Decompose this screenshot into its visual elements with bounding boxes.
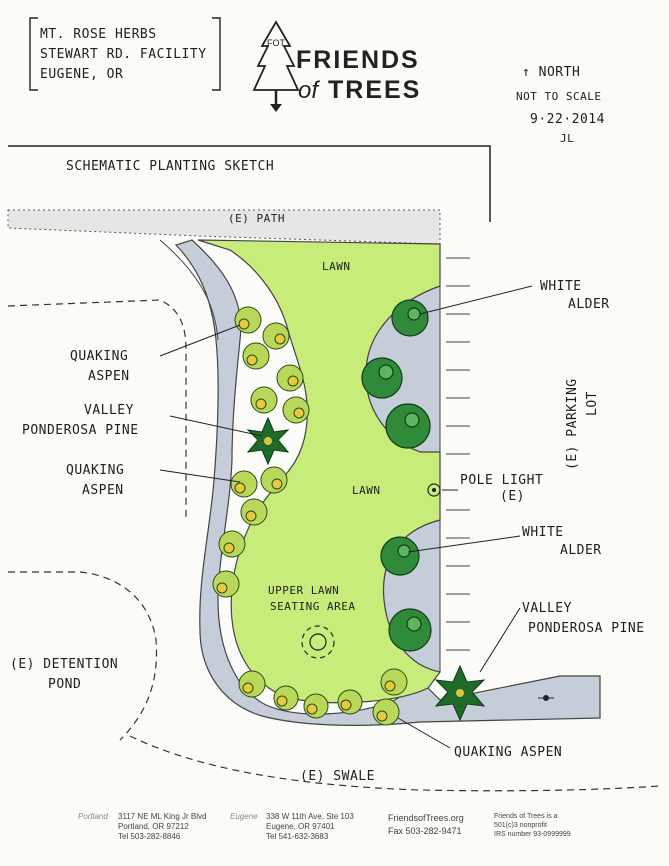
swale-label: (E) SWALE <box>300 769 375 784</box>
path-label: (E) PATH <box>228 212 285 225</box>
parking-lot-label-b: LOT <box>585 391 600 416</box>
logo-mark: FOT <box>267 38 285 48</box>
white-alder-trees <box>361 299 432 652</box>
aspen-tree-icon <box>250 386 278 414</box>
sketch-date: 9·22·2014 <box>530 112 605 127</box>
nonprofit-line-3: IRS number 93-0999999 <box>494 831 571 838</box>
logo-of: of <box>298 77 320 104</box>
eugene-address-2: Eugene, OR 97401 <box>266 822 335 831</box>
quaking-aspen-label-3: QUAKING ASPEN <box>454 745 562 760</box>
author-initials: JL <box>560 132 574 145</box>
facility-label: MT. ROSE HERBS STEWART RD. FACILITY EUGE… <box>29 17 221 91</box>
lawn-label-top: LAWN <box>322 260 351 273</box>
alder-tree-icon <box>385 403 431 449</box>
website-link[interactable]: FriendsofTrees.org <box>388 813 464 823</box>
nonprofit-line-2: 501(c)3 nonprofit <box>494 822 547 829</box>
pole-light-icon <box>427 483 441 497</box>
valley-ponderosa-label-2: VALLEY <box>522 601 572 616</box>
alder-tree-icon <box>391 299 429 337</box>
white-alder-label-2b: ALDER <box>560 543 602 558</box>
white-alder-label-1b: ALDER <box>568 297 610 312</box>
portland-tel: Tel 503-282-8846 <box>118 832 181 841</box>
quaking-aspen-label-1: QUAKING <box>70 349 128 364</box>
swale-line <box>129 735 661 792</box>
logo-trees: TREES <box>328 76 421 104</box>
alder-tree-icon <box>388 608 432 652</box>
detention-pond-label: (E) DETENTION <box>10 657 118 672</box>
aspen-tree-icon <box>212 570 240 598</box>
seating-area-icon <box>301 625 335 659</box>
upper-lawn-label: UPPER LAWN <box>268 584 339 597</box>
facility-name: MT. ROSE HERBS <box>40 27 157 42</box>
alder-tree-icon <box>380 536 420 576</box>
tree-logo-icon <box>252 20 300 112</box>
footer-eugene-address: 338 W 11th Ave, Ste 103 Eugene, OR 97401… <box>266 812 354 842</box>
quaking-aspen-label-2b: ASPEN <box>82 483 124 498</box>
logo-friends: FRIENDS <box>296 46 420 74</box>
aspen-tree-icon <box>218 530 246 558</box>
existing-path: (E) PATH <box>7 209 441 245</box>
eugene-city: Eugene <box>230 812 258 821</box>
detention-pond-label-b: POND <box>48 677 81 692</box>
parking-stripes <box>439 244 470 672</box>
sketch-title: SCHEMATIC PLANTING SKETCH <box>66 159 274 174</box>
facility-city: EUGENE, OR <box>40 67 123 82</box>
aspen-tree-icon <box>273 685 299 711</box>
aspen-tree-icon <box>260 466 288 494</box>
lawn-label-mid: LAWN <box>352 484 381 497</box>
portland-address-2: Portland, OR 97212 <box>118 822 189 831</box>
valley-ponderosa-label-1: VALLEY <box>84 403 134 418</box>
portland-city: Portland <box>78 812 108 821</box>
aspen-tree-icon <box>372 698 400 726</box>
alder-tree-icon <box>361 357 403 399</box>
footer-nonprofit: Friends of Trees is a 501(c)3 nonprofit … <box>494 812 571 839</box>
pole-light-label: POLE LIGHT <box>460 473 543 488</box>
eugene-address-1: 338 W 11th Ave, Ste 103 <box>266 812 354 821</box>
parking-lot-label: (E) PARKING <box>565 378 580 470</box>
seating-area-label: SEATING AREA <box>270 600 355 613</box>
survey-marker-icon <box>538 695 554 701</box>
aspen-tree-icon <box>262 322 290 350</box>
footer-contact: FriendsofTrees.org Fax 503-282-9471 <box>388 812 464 838</box>
valley-ponderosa-label-1b: PONDEROSA PINE <box>22 423 139 438</box>
north-arrow: ↑ NORTH <box>522 65 580 80</box>
aspen-tree-icon <box>337 689 363 715</box>
aspen-tree-icon <box>238 670 266 698</box>
portland-address-1: 3117 NE ML King Jr Blvd <box>118 812 207 821</box>
road-curve-left <box>7 299 187 520</box>
quaking-aspen-label-2: QUAKING <box>66 463 124 478</box>
aspen-tree-icon <box>240 498 268 526</box>
aspen-tree-icon <box>380 668 408 696</box>
footer-portland-address: 3117 NE ML King Jr Blvd Portland, OR 972… <box>118 812 206 842</box>
nonprofit-line-1: Friends of Trees is a <box>494 813 558 820</box>
scale-note: NOT TO SCALE <box>516 90 601 103</box>
aspen-tree-icon <box>230 470 258 498</box>
ponderosa-pine-icon <box>246 416 290 466</box>
white-alder-label-2: WHITE <box>522 525 564 540</box>
ponderosa-pine-icon <box>434 664 486 722</box>
quaking-aspen-trees <box>212 306 408 726</box>
white-alder-label-1: WHITE <box>540 279 582 294</box>
friends-of-trees-logo: FOT FRIENDS of TREES <box>252 20 421 112</box>
facility-road: STEWART RD. FACILITY <box>40 47 207 62</box>
valley-ponderosa-label-2b: PONDEROSA PINE <box>528 621 645 636</box>
aspen-tree-icon <box>282 396 310 424</box>
aspen-tree-icon <box>234 306 262 334</box>
fax-number: Fax 503-282-9471 <box>388 826 462 836</box>
aspen-tree-icon <box>242 342 270 370</box>
planting-bed <box>174 239 601 726</box>
quaking-aspen-label-1b: ASPEN <box>88 369 130 384</box>
footer-portland: Portland <box>78 812 108 822</box>
aspen-tree-icon <box>303 693 329 719</box>
footer-eugene: Eugene <box>230 812 258 822</box>
aspen-tree-icon <box>276 364 304 392</box>
detention-pond-outline <box>8 571 158 741</box>
eugene-tel: Tel 541-632-3683 <box>266 832 329 841</box>
pole-light-label-b: (E) <box>500 489 525 504</box>
